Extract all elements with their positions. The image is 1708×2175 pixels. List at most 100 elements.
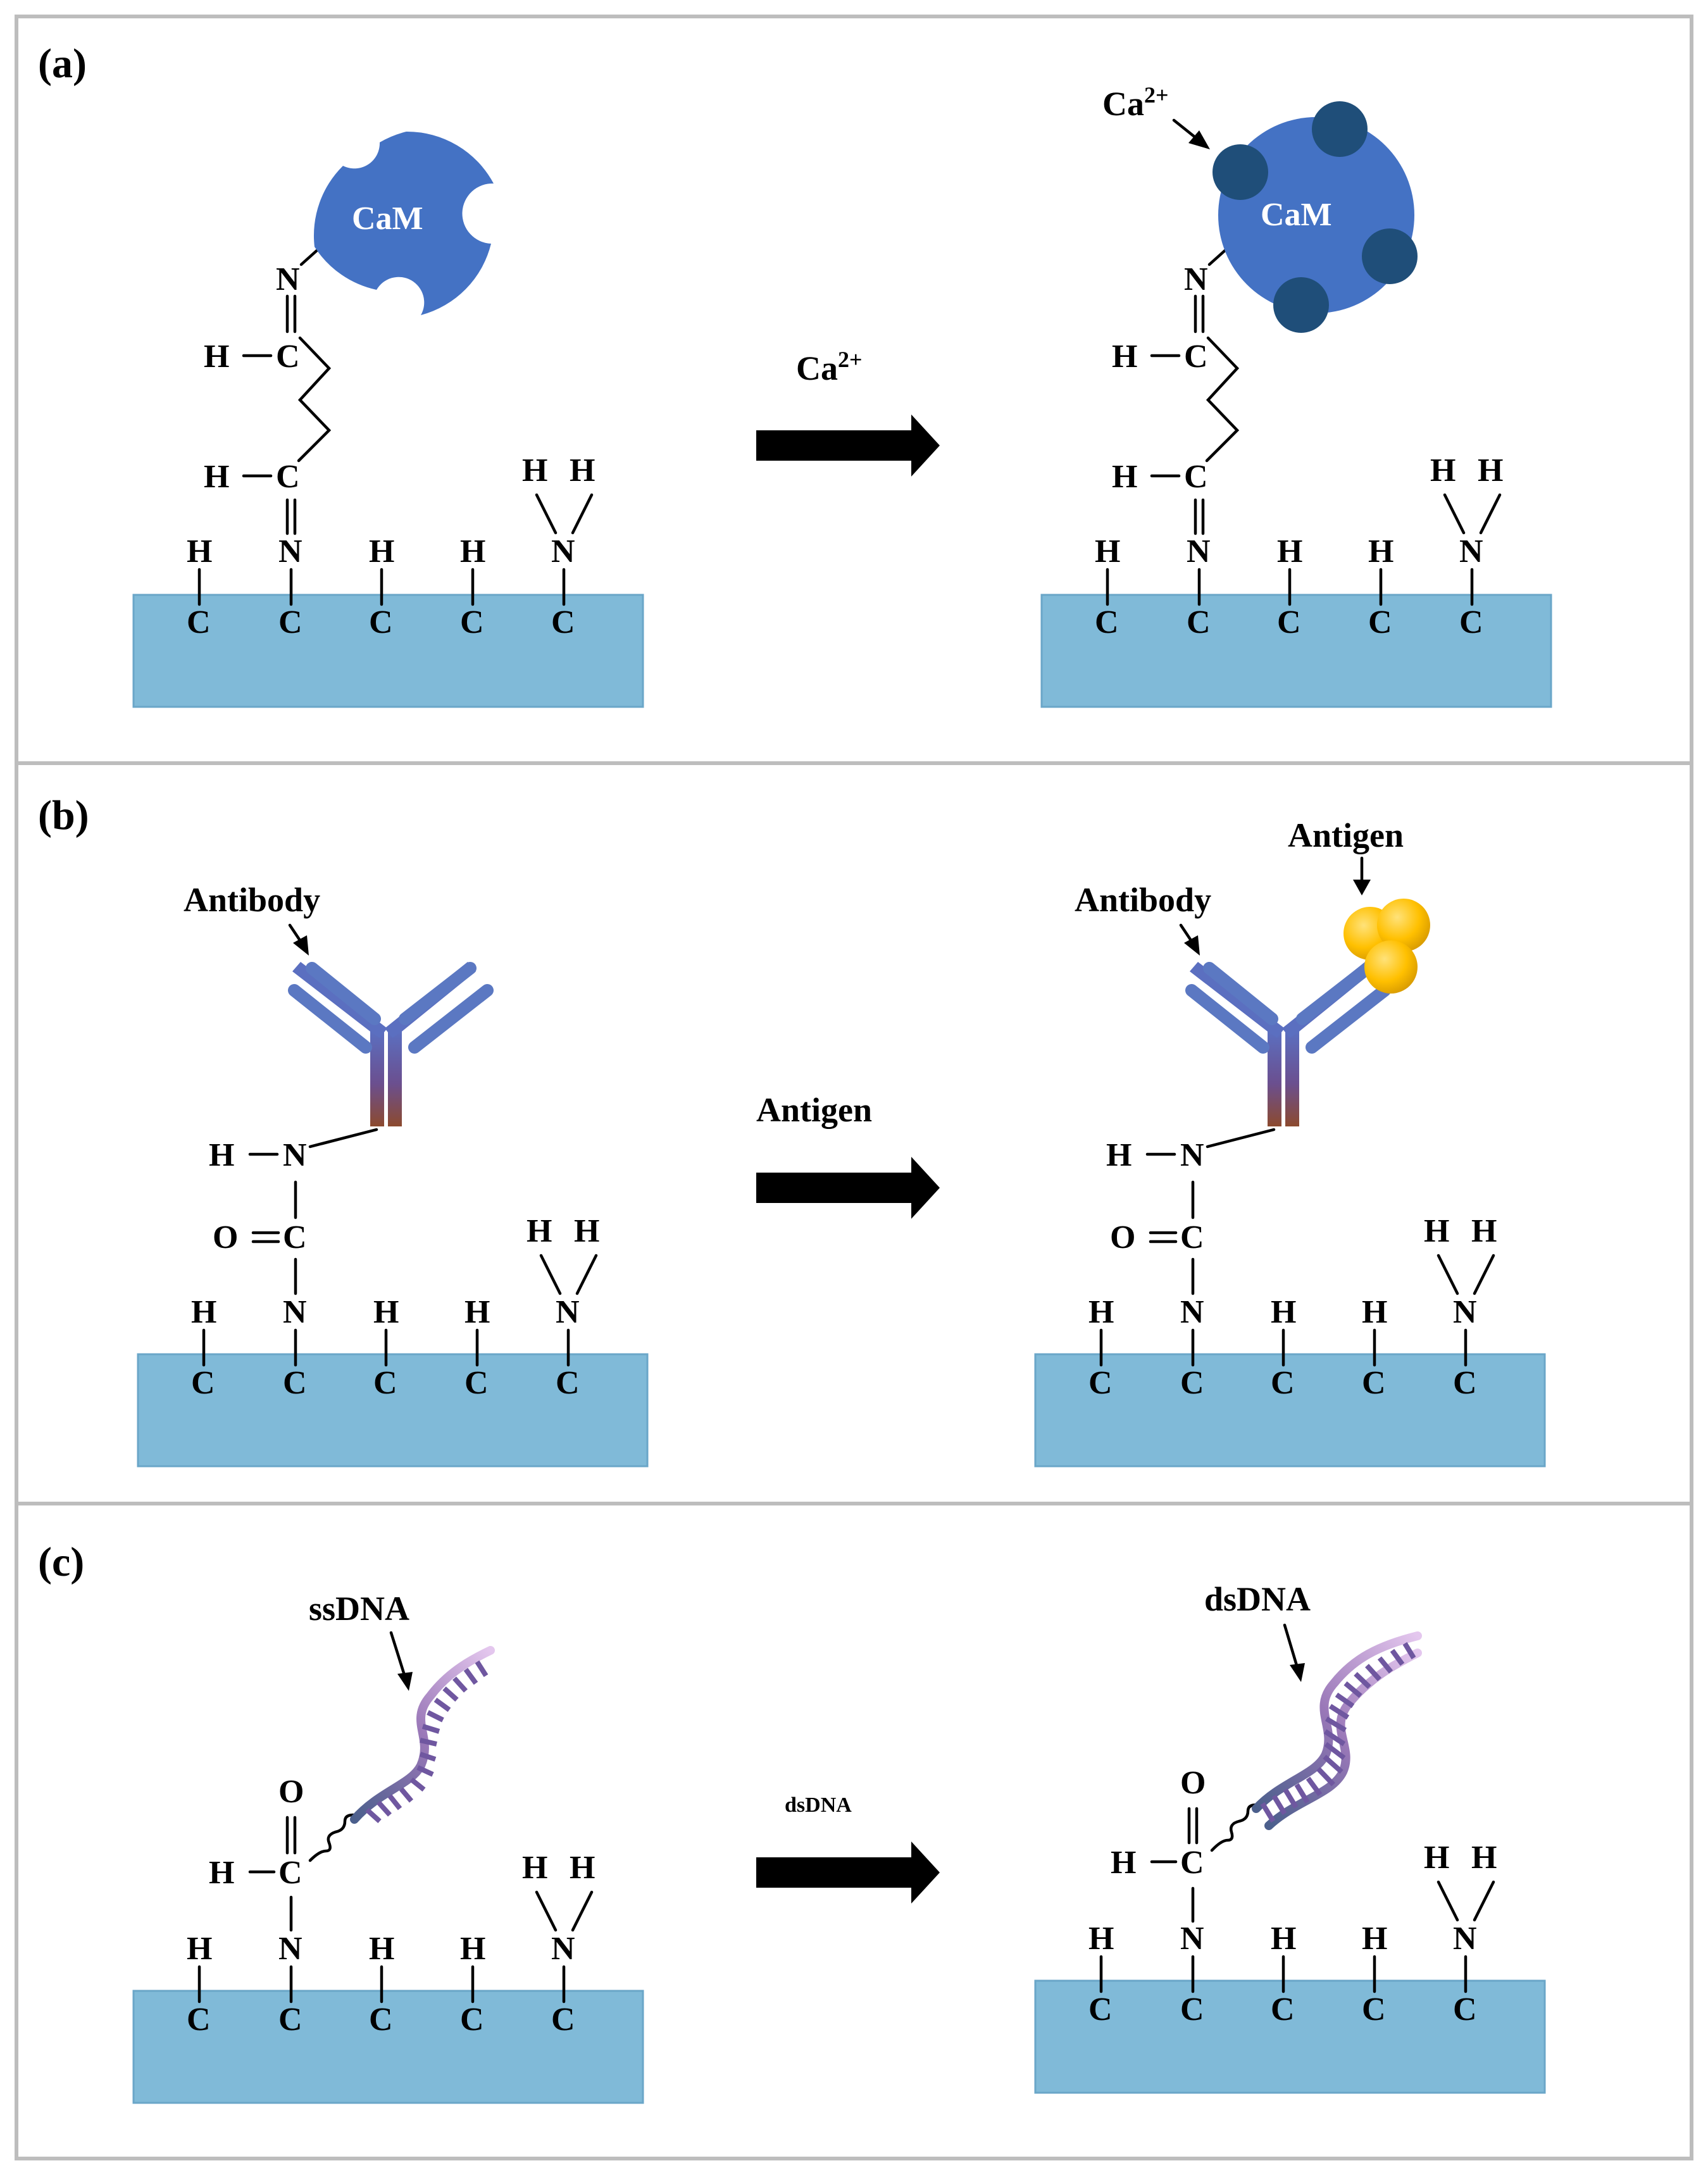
atom-c: C [1459,604,1483,640]
panel-b-label: (b) [38,792,89,838]
atom-h: H [522,452,547,489]
atom-h: H [1112,459,1137,495]
atom-c: C [1180,1219,1204,1256]
atom-c: C [1180,1991,1204,2028]
atom-c: C [278,2002,302,2038]
substrate-block [1040,594,1552,708]
atom-h: H [1088,1921,1114,1957]
atom-h: H [187,1931,212,1967]
right-arrow-icon [756,1842,940,1904]
atom-h: H [209,1855,234,1891]
dsdna-label: dsDNA [1204,1580,1311,1618]
atom-h: H [460,533,485,570]
calmodulin-icon: CaM [313,131,494,315]
atom-c: C [369,604,393,640]
panel-c-right-surface: C C C C C H N H H N H H C H O [1034,1765,1546,2094]
atom-c: C [276,459,300,495]
atom-c: C [1368,604,1392,640]
atom-c: C [1095,604,1119,640]
dsdna-callout: dsDNA [1204,1580,1311,1682]
atom-c: C [1453,1991,1477,2028]
atom-h: H [1106,1137,1131,1173]
atom-h: H [574,1213,599,1249]
antigen-icon [1343,899,1430,994]
atom-h: H [369,533,394,570]
calcium-ion-icon [1362,228,1418,284]
atom-n: N [1453,1921,1477,1957]
panel-a-label: (a) [38,41,87,87]
antibody-icon [1185,962,1391,1126]
atom-c: C [1180,1365,1204,1401]
atom-c: C [1277,604,1301,640]
substrate-block [132,594,644,708]
calcium-ion-icon [1312,101,1368,157]
atom-c: C [1271,1365,1295,1401]
panel-b-reaction-arrow: Antigen [756,1091,940,1219]
antibody-label: Antibody [1075,881,1211,919]
atom-c: C [278,604,302,640]
atom-c: C [1088,1365,1113,1401]
ion-label: Ca2+ [1102,82,1169,123]
reagent-label: dsDNA [785,1793,852,1817]
atom-h: H [1430,452,1456,489]
reagent-label: Ca2+ [796,347,863,387]
atom-n: N [1180,1921,1204,1957]
atom-h: H [1424,1840,1449,1876]
atom-h: H [1362,1294,1387,1330]
atom-c: C [551,604,575,640]
substrate-block [1034,1353,1546,1468]
atom-o: O [1180,1765,1206,1801]
atom-c: C [551,2002,575,2038]
atom-h: H [187,533,212,570]
atom-h: H [570,452,595,489]
atom-c: C [1184,459,1208,495]
atom-h: H [522,1850,547,1886]
antibody-icon [288,962,494,1126]
atom-h: H [209,1137,234,1173]
atom-h: H [1471,1213,1497,1249]
atom-c: C [460,2002,484,2038]
atom-h: H [1271,1921,1296,1957]
atom-c: C [373,1365,397,1401]
calmodulin-label: CaM [352,201,423,237]
atom-h: H [527,1213,552,1249]
atom-c: C [1271,1991,1295,2028]
atom-n: N [276,261,300,297]
ssdna-label: ssDNA [309,1590,409,1628]
panel-a-reaction-arrow: Ca2+ [756,347,940,477]
atom-h: H [1424,1213,1449,1249]
panel-c-left-surface: C C C C C H N H H N H H C H O [132,1774,644,2104]
atom-c: C [1184,339,1208,375]
atom-c: C [187,604,211,640]
antibody-callout: Antibody [1075,881,1211,956]
atom-h: H [1271,1294,1296,1330]
atom-c: C [556,1365,580,1401]
atom-h: H [369,1931,394,1967]
panel-c-label: (c) [38,1539,84,1585]
atom-c: C [369,2002,393,2038]
atom-h: H [570,1850,595,1886]
atom-n: N [1187,533,1211,570]
atom-n: N [1459,533,1483,570]
calmodulin-label: CaM [1261,197,1332,233]
atom-o: O [278,1774,304,1810]
atom-h: H [191,1294,216,1330]
atom-h: H [1478,452,1503,489]
atom-h: H [373,1294,399,1330]
atom-n: N [551,533,575,570]
atom-h: H [1111,1845,1136,1881]
antigen-callout: Antigen [1288,816,1404,895]
panel-a-right-surface: C C C C C H N H H N H H C H C H N [1040,246,1552,708]
ssdna-icon [350,1646,495,1824]
atom-c: C [191,1365,215,1401]
atom-n: N [1180,1294,1204,1330]
atom-n: N [278,1931,302,1967]
atom-o: O [213,1219,238,1256]
atom-h: H [1112,339,1137,375]
atom-c: C [276,339,300,375]
atom-n: N [283,1137,307,1173]
atom-c: C [187,2002,211,2038]
right-arrow-icon [756,414,940,477]
calmodulin-icon: CaM [1212,101,1418,333]
